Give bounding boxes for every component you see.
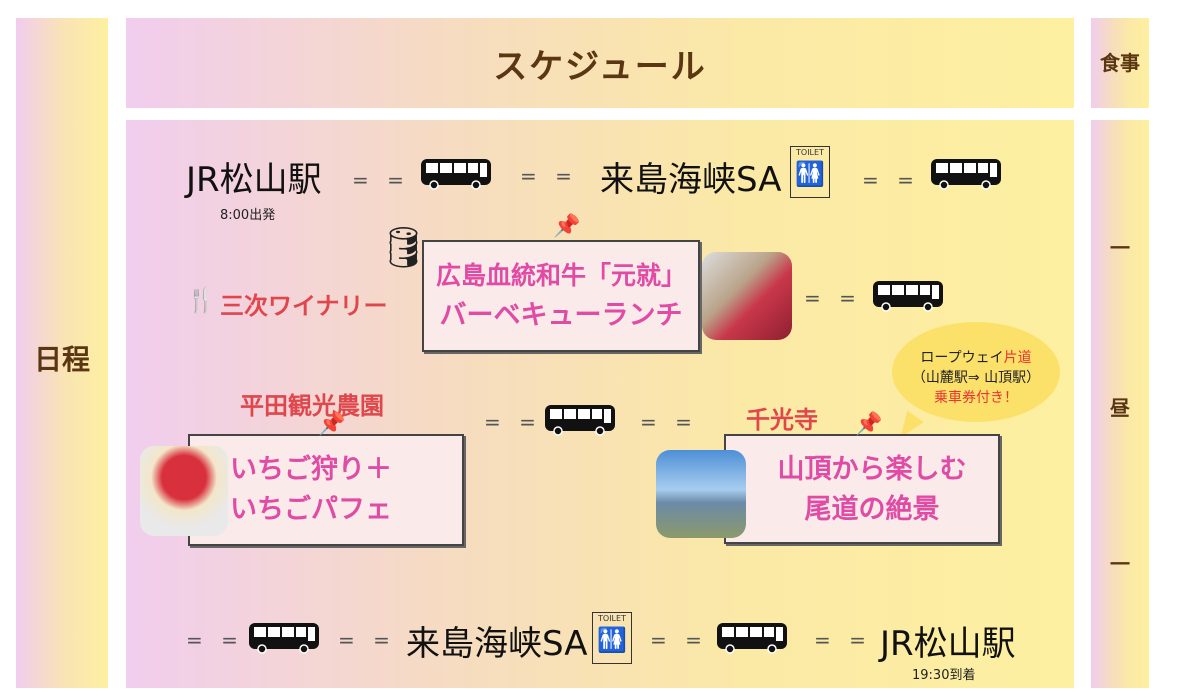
farm-label: 平田観光農園	[240, 392, 384, 420]
connector: = =	[186, 628, 244, 652]
schedule-label: 日程	[33, 343, 90, 376]
station-jr-matsuyama-arrival: JR松山駅	[880, 624, 1016, 664]
farm-subtitle: いちごパフェ	[230, 494, 392, 525]
temple-subtitle: 尾道の絶景	[804, 494, 940, 525]
bus-icon	[248, 622, 320, 654]
bus-icon	[420, 158, 492, 190]
meal-column: 一 昼 一	[1091, 120, 1149, 688]
pushpin-icon: 📌	[318, 412, 346, 437]
connector: = =	[484, 410, 542, 434]
winery-label: 三次ワイナリー	[220, 292, 388, 320]
pushpin-icon: 📌	[855, 412, 883, 437]
beef-photo	[702, 252, 792, 340]
arrival-time: 19:30到着	[912, 668, 976, 683]
connector: = =	[640, 410, 698, 434]
station-kurushima-sa-return: 来島海峡SA	[406, 624, 588, 664]
station-kurushima-sa: 来島海峡SA	[600, 160, 782, 200]
meal-header: 食事	[1091, 18, 1149, 108]
bus-icon	[872, 280, 944, 312]
parfait-photo	[140, 446, 228, 536]
bus-icon	[716, 622, 788, 654]
lunch-card: 広島血統和牛「元就」 バーベキューランチ	[422, 240, 700, 352]
meal-mark: 一	[1110, 552, 1130, 576]
connector: = =	[862, 168, 920, 192]
temple-title: 山頂から楽しむ	[777, 454, 967, 485]
meal-mark: 一	[1110, 236, 1130, 260]
lunch-title: 広島血統和牛「元就」	[435, 261, 686, 290]
ropeway-photo	[656, 450, 746, 538]
ropeway-bubble: ロープウェイ片道 （山麓駅⇒ 山頂駅） 乗車券付き！	[892, 322, 1060, 422]
connector: = =	[650, 628, 708, 652]
connector: = =	[338, 628, 396, 652]
connector: = =	[352, 168, 410, 192]
toilet-icon: TOILET🚻	[790, 146, 830, 198]
temple-card: 山頂から楽しむ 尾道の絶景	[724, 434, 1000, 544]
temple-label: 千光寺	[746, 406, 818, 434]
page-title: スケジュール	[126, 18, 1074, 108]
pushpin-icon: 📌	[553, 214, 581, 239]
station-jr-matsuyama-departure: JR松山駅	[186, 160, 322, 200]
connector: = =	[814, 628, 872, 652]
schedule-label-column: 日程	[16, 18, 108, 688]
lunch-subtitle: バーベキューランチ	[439, 300, 683, 331]
connector: = =	[520, 164, 578, 188]
meal-lunch: 昼	[1110, 396, 1130, 420]
bus-icon	[930, 158, 1002, 190]
departure-time: 8:00出発	[220, 208, 276, 223]
wine-barrel-icon: 🛢	[378, 225, 429, 271]
connector: = =	[804, 286, 862, 310]
bus-icon	[544, 404, 616, 436]
fork-knife-icon: 🍴	[186, 286, 216, 314]
farm-card: いちご狩り＋ いちごパフェ	[188, 434, 464, 546]
toilet-icon: TOILET🚻	[592, 612, 632, 664]
farm-title: いちご狩り＋	[230, 454, 392, 485]
